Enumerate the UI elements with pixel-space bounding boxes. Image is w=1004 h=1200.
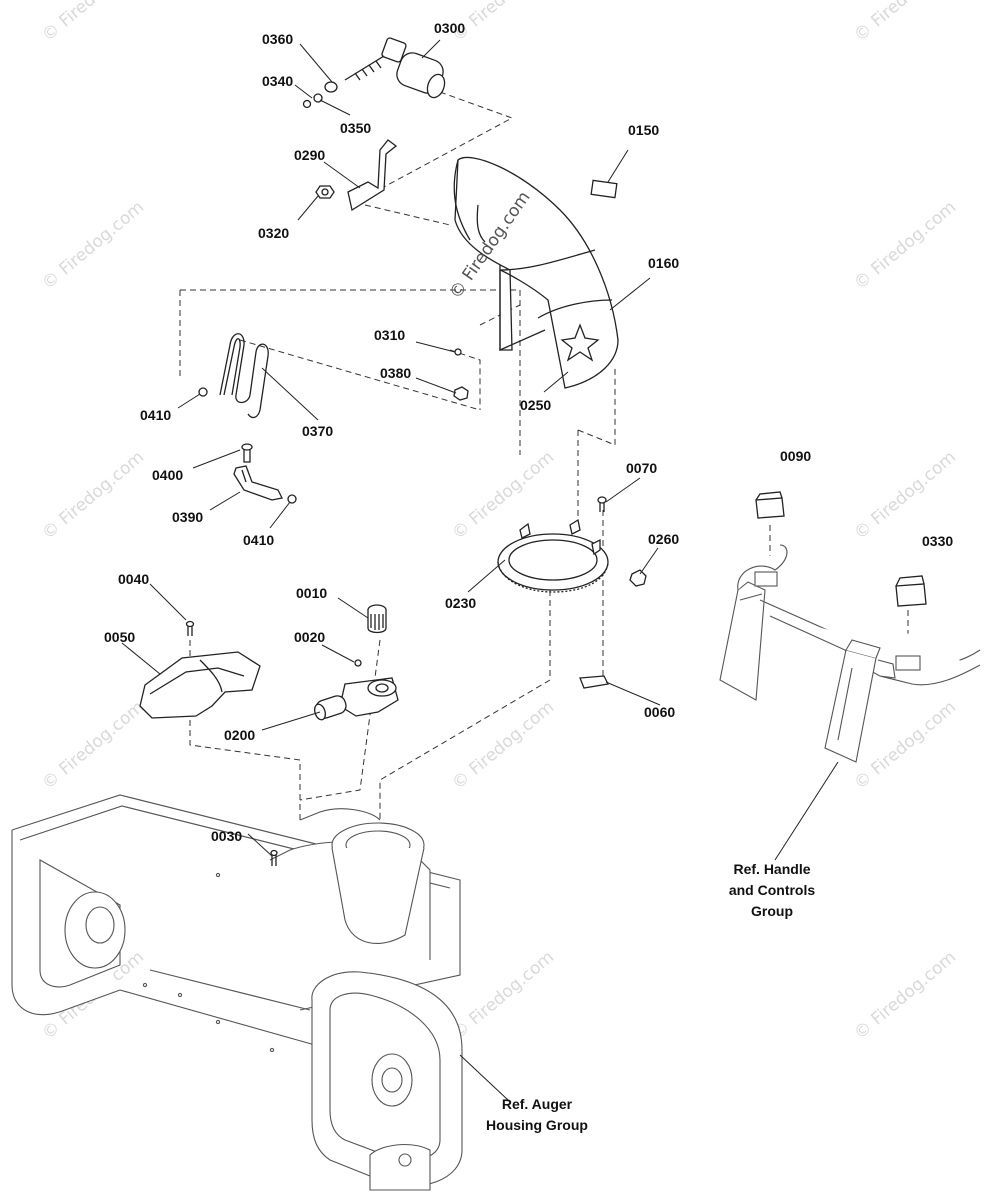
part-0060-clip: [579, 675, 609, 689]
label-0020: 0020: [294, 629, 325, 645]
leader-lines: [121, 39, 839, 1101]
label-0200: 0200: [224, 727, 255, 743]
part-0310-screw: [454, 348, 462, 356]
watermark: © Firedog.com: [850, 947, 960, 1044]
part-0330-knob: [895, 575, 927, 607]
reference-labels: Ref. Handle and Controls Group Ref. Auge…: [486, 861, 815, 1133]
label-0090: 0090: [780, 448, 811, 464]
part-0150-decal: [590, 179, 618, 199]
label-0290: 0290: [294, 147, 325, 163]
label-0310: 0310: [374, 327, 405, 343]
ref-handle-line2: and Controls: [729, 882, 816, 898]
watermark: © Firedog.com: [850, 0, 960, 46]
ref-auger-line1: Ref. Auger: [502, 1096, 573, 1112]
part-0050-motor-cover: [139, 651, 261, 719]
watermark: © Firedog.com: [38, 697, 148, 794]
watermark: © Firedog.com: [448, 447, 558, 544]
label-0250: 0250: [520, 397, 551, 413]
watermark: © Firedog.com: [38, 447, 148, 544]
part-labels: 0360 0300 0340 0350 0150 0290 0320 0160 …: [104, 20, 953, 844]
watermark: © Firedog.com: [448, 947, 558, 1044]
part-0410-washer-upper: [198, 387, 208, 397]
ref-handle-line1: Ref. Handle: [733, 861, 810, 877]
ref-auger-line2: Housing Group: [486, 1117, 588, 1133]
part-0030-screw: [270, 849, 278, 866]
part-0410-washer-lower: [287, 494, 297, 504]
auger-housing-reference: [11, 794, 463, 1191]
label-0260: 0260: [648, 531, 679, 547]
part-0230-ring-gear: [497, 518, 609, 593]
handle-controls-reference: [719, 544, 981, 763]
label-0370: 0370: [302, 423, 333, 439]
label-0350: 0350: [340, 120, 371, 136]
watermark: © Firedog.com: [38, 197, 148, 294]
watermark: © Firedog.com: [448, 697, 558, 794]
part-0300-chute-motor: [344, 37, 446, 99]
label-0330: 0330: [922, 533, 953, 549]
label-0150: 0150: [628, 122, 659, 138]
part-0090-knob: [755, 491, 785, 519]
label-0320: 0320: [258, 225, 289, 241]
part-0400-screw: [241, 443, 253, 463]
watermark: © Firedog.com: [850, 197, 960, 294]
watermark: © Firedog.com: [38, 0, 148, 46]
label-0060: 0060: [644, 704, 675, 720]
part-0380-nut: [453, 386, 469, 401]
part-0020-screw: [354, 659, 362, 667]
label-0050: 0050: [104, 629, 135, 645]
label-0040: 0040: [118, 571, 149, 587]
label-0360: 0360: [262, 31, 293, 47]
part-0290-bracket: [347, 139, 398, 212]
part-0040-screw: [185, 620, 195, 636]
label-0030: 0030: [211, 828, 242, 844]
part-0390-bracket: [233, 465, 283, 501]
label-0300: 0300: [434, 20, 465, 36]
part-0320-nut: [315, 185, 335, 199]
label-0010: 0010: [296, 585, 327, 601]
label-0410-lower: 0410: [243, 532, 274, 548]
part-0200-gear-motor: [313, 677, 399, 721]
part-0340-nut: [302, 99, 312, 109]
part-0370-spring-rod: [219, 333, 269, 419]
label-0340: 0340: [262, 73, 293, 89]
watermark: © Firedog.com: [850, 697, 960, 794]
label-0070: 0070: [626, 460, 657, 476]
label-0380: 0380: [380, 365, 411, 381]
watermark: © Firedog.com: [850, 447, 960, 544]
ref-handle-line3: Group: [751, 903, 793, 919]
part-0360-washer: [324, 81, 338, 93]
label-0410-upper: 0410: [140, 407, 171, 423]
part-0010-gear: [367, 604, 387, 634]
label-0160: 0160: [648, 255, 679, 271]
label-0400: 0400: [152, 467, 183, 483]
label-0230: 0230: [445, 595, 476, 611]
part-0260-nut: [629, 569, 647, 587]
part-0070-screw: [597, 496, 607, 512]
label-0390: 0390: [172, 509, 203, 525]
